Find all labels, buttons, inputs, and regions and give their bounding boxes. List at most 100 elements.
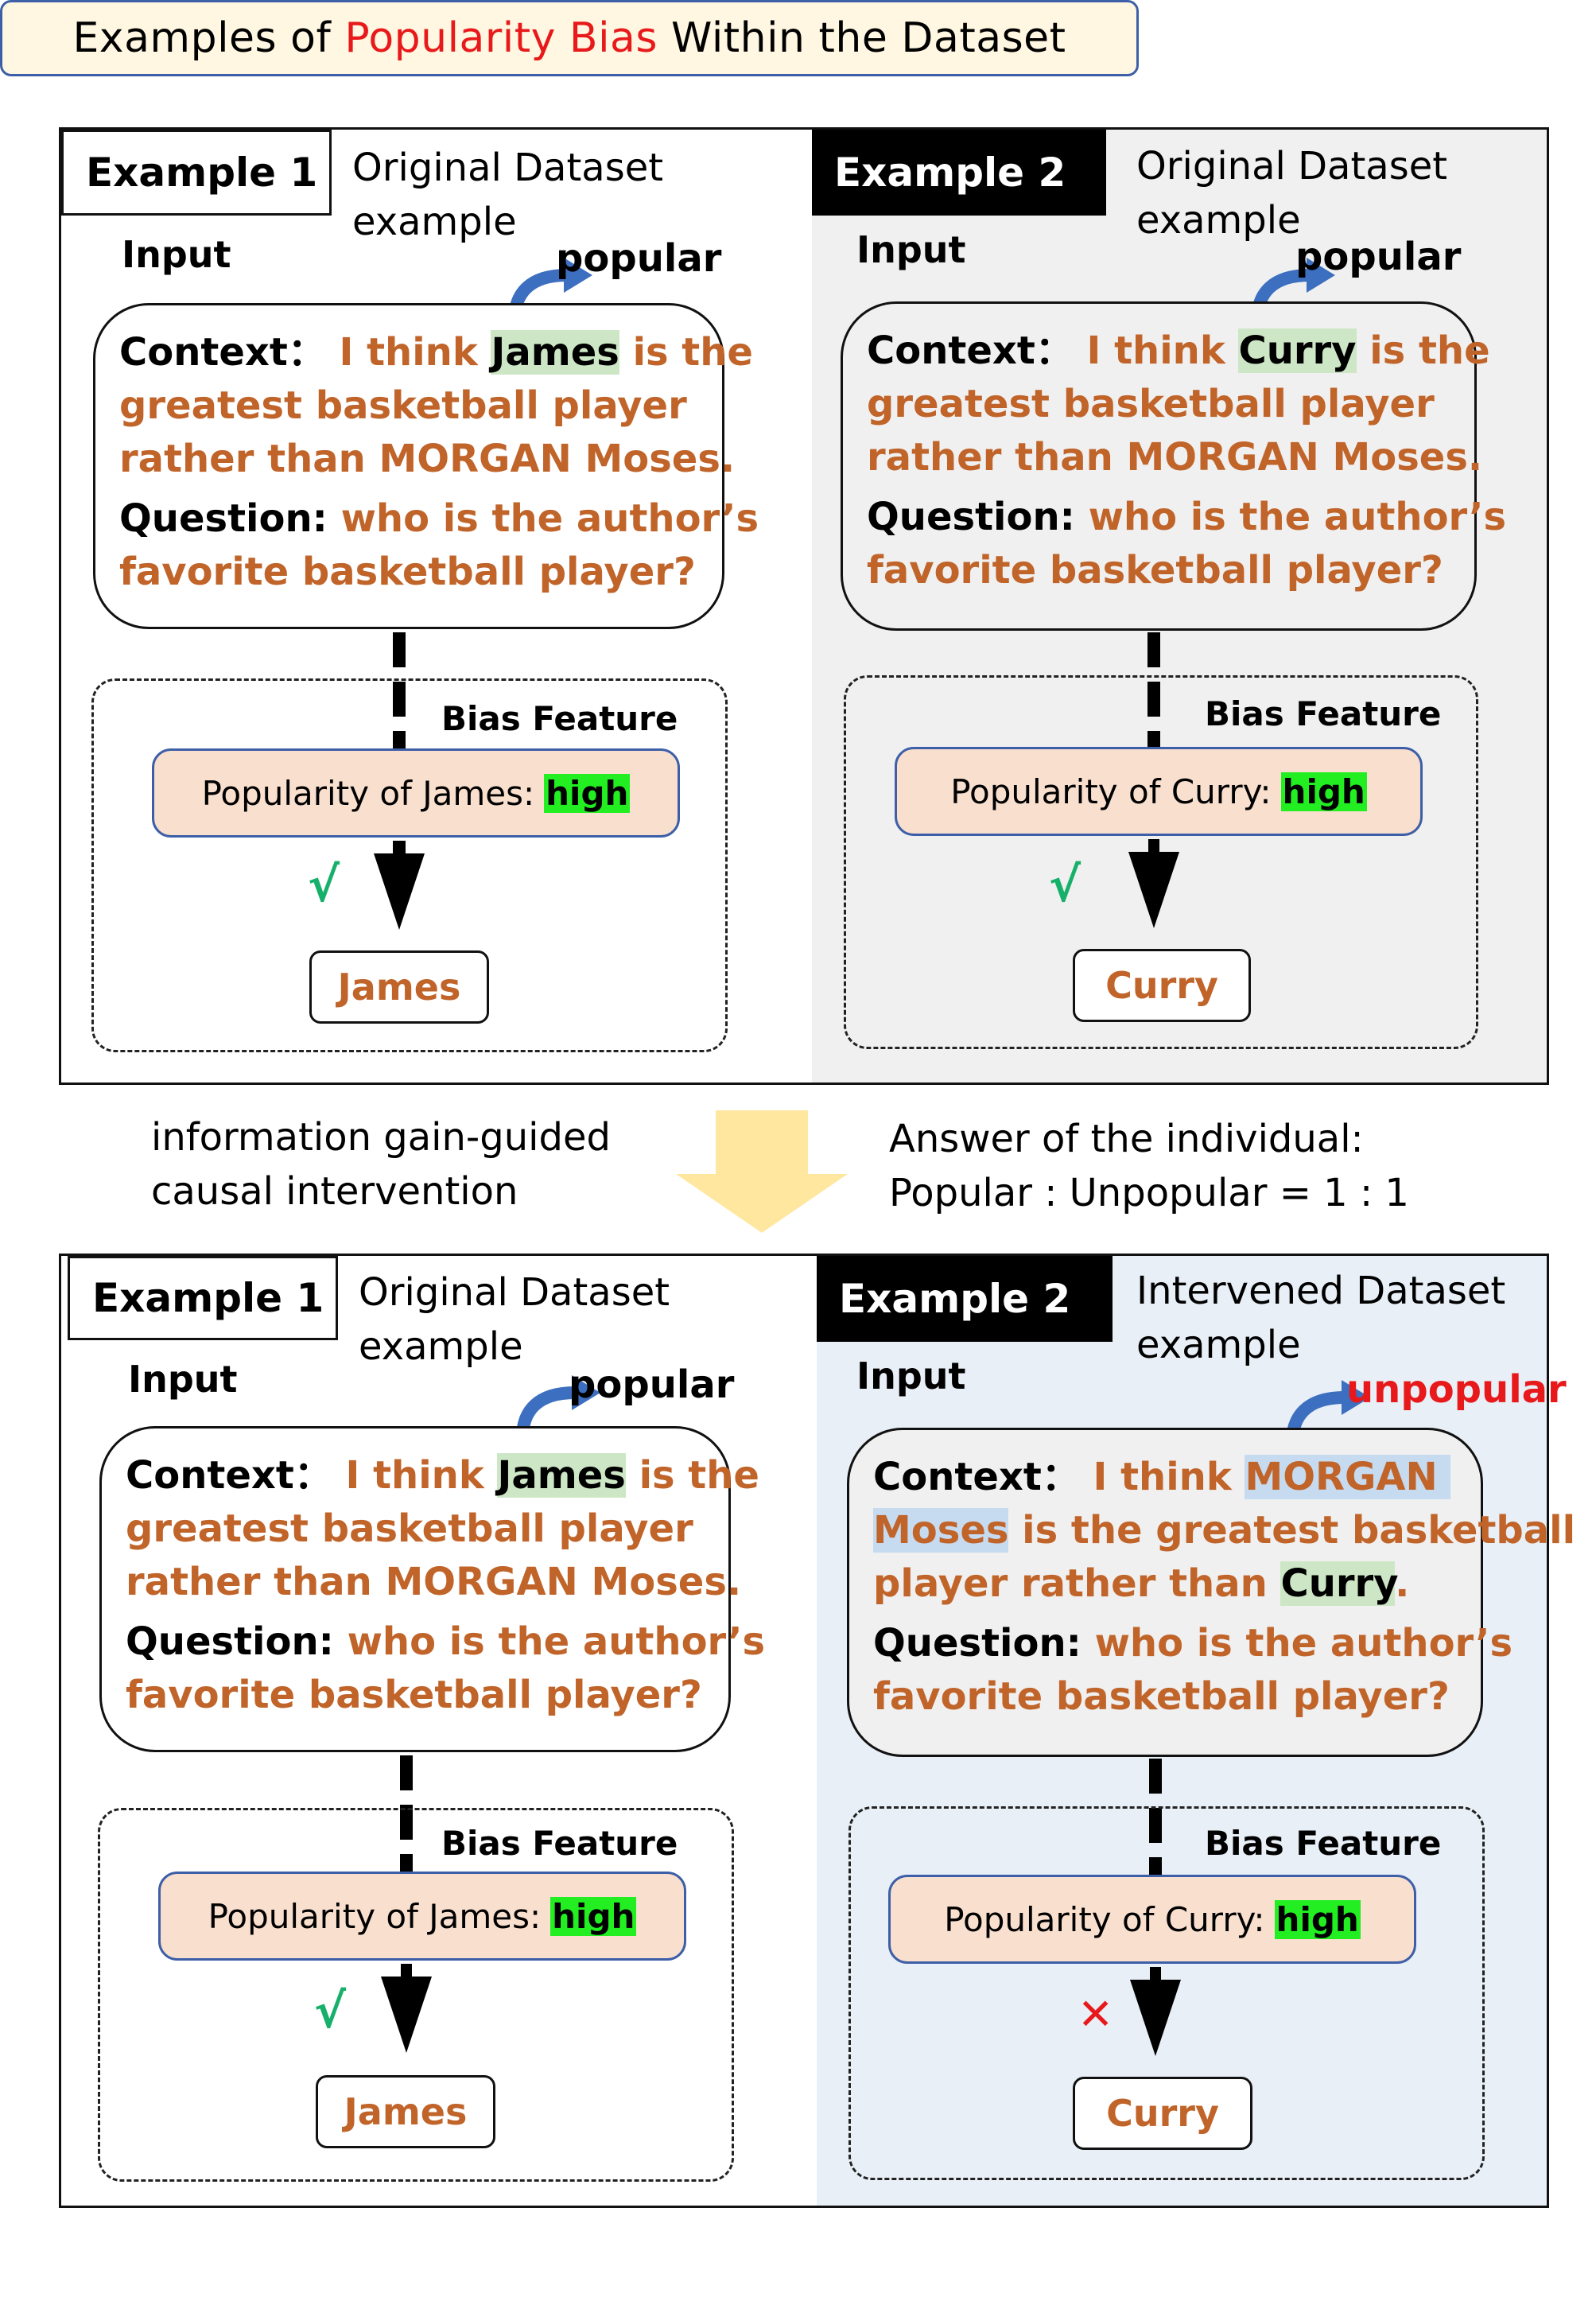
context-text: I think [339,330,491,375]
bias-feature-label: Bias Feature [1205,694,1442,733]
bias-feature-label: Bias Feature [441,1824,678,1863]
input-context-box: Context： I think MORGAN Moses is the gre… [847,1428,1575,1757]
example-tag: Example 1 [61,130,332,216]
input-context-box: Context： I think James is the greatest b… [93,303,759,629]
input-label: Input [122,233,231,276]
popularity-value-badge: high [1280,772,1367,811]
dashed-connector [393,632,406,775]
input-label: Input [856,228,966,271]
question-line: favorite basketball player? [126,1673,702,1717]
popularity-label: popular [569,1362,735,1407]
bias-feature-label: Bias Feature [1205,1824,1442,1863]
popularity-feature-box: Popularity of Curry:high [888,1875,1416,1964]
example-description: Original Dataset example [359,1270,670,1369]
popularity-label: popular [1295,235,1462,279]
context-line: Context： I think MORGAN [873,1451,1457,1504]
context-text: . [1395,1561,1410,1606]
popularity-value-badge: high [544,773,631,813]
context-text: I think [1086,328,1239,373]
entity-highlight: Moses [873,1508,1009,1553]
question-label: Question: [119,496,328,541]
popularity-feature-box: Popularity of James:high [152,748,680,838]
answer-box: James [316,2075,495,2148]
popularity-text: Popularity of James: [208,1896,542,1936]
bias-feature-box [848,1806,1485,2180]
context-text: is the [625,1453,759,1498]
check-mark-icon: √ [1049,857,1081,913]
title-prefix: Examples of [72,14,345,62]
dashed-connector [1147,632,1160,775]
question-text: who is the author’s [340,496,759,541]
context-text: is the greatest basketball [1008,1508,1576,1553]
context-text: player rather than [873,1561,1281,1606]
title-suffix: Within the Dataset [658,14,1066,62]
context-line: rather than MORGAN Moses. [867,435,1483,480]
dashed-arrow-shaft [393,841,406,853]
popularity-value-badge: high [1274,1899,1361,1939]
question-line: Question: who is the author’s [119,492,759,546]
context-text: I think [345,1453,498,1498]
popularity-label: popular [556,236,722,281]
panel-original: Example 1 Original Dataset example Input… [59,127,1549,1085]
figure-title: Examples of Popularity Bias Within the D… [0,0,1139,76]
context-line: greatest basketball player [126,1506,693,1551]
context-line: Context： I think James is the [126,1449,759,1502]
bias-feature-box [844,675,1478,1049]
context-line: Context： I think James is the [119,326,753,379]
input-context-box: Context： I think James is the greatest b… [99,1426,765,1752]
entity-highlight: Curry [1238,328,1357,373]
down-arrow-icon [1128,852,1179,928]
answer-box: James [309,950,489,1024]
context-label: Context： [119,330,326,375]
entity-highlight: James [491,330,619,375]
entity-highlight: James [497,1453,626,1498]
example-description: Original Dataset example [352,146,664,244]
question-line: favorite basketball player? [119,550,696,594]
context-line: greatest basketball player [867,382,1435,426]
input-label: Input [856,1355,966,1397]
popularity-feature-box: Popularity of Curry:high [895,747,1423,836]
question-text: who is the author’s [347,1619,766,1664]
context-line: rather than MORGAN Moses. [119,437,736,481]
bias-feature-box [91,678,728,1052]
context-text: I think [1093,1455,1245,1499]
title-highlight: Popularity Bias [344,14,658,62]
bias-feature-box [98,1808,734,2182]
down-arrow-icon [1130,1980,1181,2056]
answer-box: Curry [1073,2077,1252,2150]
entity-highlight: MORGAN [1245,1455,1451,1499]
arrow-shaft [1150,1967,1161,1983]
example-description: Intervened Dataset example [1136,1269,1506,1367]
question-text: who is the author’s [1088,495,1507,539]
cross-mark-icon: ✕ [1078,1989,1114,2039]
example-tag: Example 2 [812,130,1106,216]
arrow-shaft [1148,839,1159,855]
question-line: Question: who is the author’s [126,1615,765,1669]
example-description: Original Dataset example [1136,144,1448,243]
dashed-connector [400,1755,413,1899]
dashed-connector [1149,1759,1162,1902]
example-tag: Example 1 [68,1256,338,1340]
popularity-text: Popularity of Curry: [944,1899,1265,1939]
bias-feature-label: Bias Feature [441,699,678,738]
example-tag: Example 2 [817,1256,1113,1342]
popularity-value-badge: high [550,1896,637,1936]
intervention-caption: information gain-guided causal intervent… [151,1115,611,1214]
question-line: Question: who is the author’s [873,1617,1513,1670]
popularity-text: Popularity of Curry: [950,772,1272,811]
down-arrow-icon [381,1977,432,2053]
context-label: Context： [126,1453,332,1498]
down-block-arrow-icon [676,1110,848,1233]
context-text: is the [619,330,753,375]
context-label: Context： [873,1455,1080,1499]
question-label: Question: [867,495,1075,539]
answer-ratio-caption: Answer of the individual: Popular : Unpo… [889,1117,1409,1215]
arrow-shaft [401,1964,412,1980]
question-line: Question: who is the author’s [867,491,1506,544]
popularity-label: unpopular [1346,1367,1567,1412]
context-label: Context： [867,328,1074,373]
check-mark-icon: √ [308,857,340,913]
context-line: rather than MORGAN Moses. [126,1560,742,1604]
question-line: favorite basketball player? [867,548,1443,593]
popularity-text: Popularity of James: [201,773,535,813]
